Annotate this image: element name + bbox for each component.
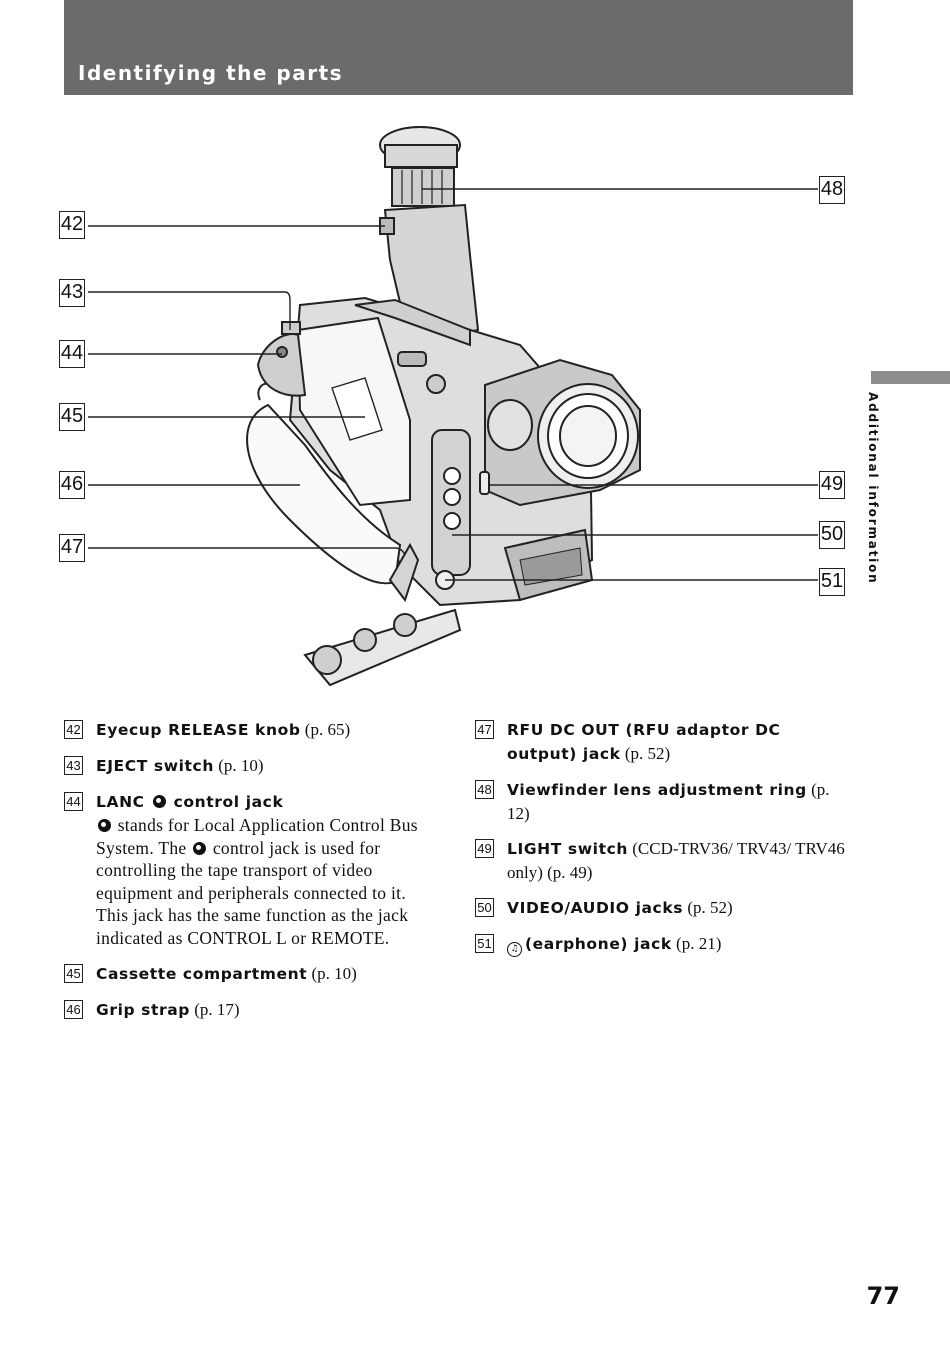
item-page-ref: (p. 10) [311, 963, 357, 983]
item-title: Viewfinder lens adjustment ring [507, 781, 807, 799]
callout-43: 43 [59, 279, 85, 307]
item-title: VIDEO/AUDIO jacks [507, 899, 684, 917]
list-item: 42 Eyecup RELEASE knob (p. 65) [64, 718, 439, 742]
item-number: 43 [64, 756, 83, 775]
item-number: 46 [64, 999, 83, 1019]
item-page-ref: (p. 52) [624, 744, 671, 763]
item-page-ref: (p. 12) [507, 780, 830, 823]
header-bar: Identifying the parts [64, 0, 853, 95]
list-item: 46 Grip strap (p. 17) [64, 998, 439, 1022]
item-title-part: control jack [173, 793, 284, 811]
callout-51: 51 [819, 568, 845, 596]
item-title: RFU DC OUT (RFU adaptor DC output) jack [507, 721, 781, 763]
item-title: (earphone) jack [525, 935, 672, 953]
list-item: 48 Viewfinder lens adjustment ring (p. 1… [475, 778, 853, 825]
item-number: 49 [475, 839, 494, 858]
description-text: control jack is used for controlling the… [96, 837, 409, 948]
item-number: 42 [64, 720, 83, 739]
item-page-ref: (CCD-TRV36/ TRV43/ TRV46 only) (p. 49) [507, 839, 845, 882]
list-item: 45 Cassette compartment (p. 10) [64, 962, 439, 986]
callout-50: 50 [819, 521, 845, 549]
lanc-icon [152, 795, 166, 808]
parts-list-left: 42 Eyecup RELEASE knob (p. 65) 43 EJECT … [64, 718, 439, 1034]
item-page-ref: (p. 10) [218, 756, 264, 775]
item-page-ref: (p. 52) [687, 898, 733, 917]
item-title: LIGHT switch [507, 840, 628, 858]
callout-46: 46 [59, 471, 85, 499]
earphone-icon: ♫ [507, 942, 522, 957]
item-number: 50 [475, 898, 494, 917]
item-description: stands for Local Application Control Bus… [96, 814, 439, 950]
item-page-ref: (p. 21) [676, 934, 722, 953]
callout-48: 48 [819, 176, 845, 204]
callout-49: 49 [819, 471, 845, 499]
camcorder-illustration [88, 126, 818, 687]
item-number: 47 [475, 720, 494, 739]
item-title-part: LANC [96, 793, 145, 811]
lanc-icon [98, 819, 111, 832]
item-number: 51 [475, 934, 494, 953]
lanc-icon [193, 841, 207, 855]
list-item: 43 EJECT switch (p. 10) [64, 754, 439, 778]
item-title: Grip strap [96, 1000, 191, 1019]
list-item: 47 RFU DC OUT (RFU adaptor DC output) ja… [475, 718, 853, 766]
list-item: 49 LIGHT switch (CCD-TRV36/ TRV43/ TRV46… [475, 837, 853, 884]
item-title: Eyecup RELEASE knob [96, 721, 301, 739]
item-number: 48 [475, 780, 494, 799]
side-tab-marker [871, 371, 950, 384]
item-page-ref: (p. 17) [194, 999, 240, 1019]
item-title: EJECT switch [96, 757, 214, 775]
list-item: 51 ♫(earphone) jack (p. 21) [475, 932, 853, 957]
page-number: 77 [866, 1282, 900, 1310]
parts-list-right: 47 RFU DC OUT (RFU adaptor DC output) ja… [475, 718, 853, 969]
list-item: 44 LANC control jack stands for Local Ap… [64, 790, 439, 950]
callout-47: 47 [59, 534, 85, 562]
list-item: 50 VIDEO/AUDIO jacks (p. 52) [475, 896, 853, 920]
description-text: stands for Local Application Control Bus… [96, 815, 418, 858]
page-title: Identifying the parts [78, 61, 344, 85]
item-number: 45 [64, 963, 83, 983]
side-tab-label: Additional information [866, 392, 880, 585]
callout-45: 45 [59, 403, 85, 431]
callout-42: 42 [59, 211, 85, 239]
item-title: LANC control jack [96, 793, 283, 811]
item-page-ref: (p. 65) [304, 720, 351, 739]
item-title: Cassette compartment [96, 964, 308, 983]
item-number: 44 [64, 792, 83, 811]
callout-44: 44 [59, 340, 85, 368]
